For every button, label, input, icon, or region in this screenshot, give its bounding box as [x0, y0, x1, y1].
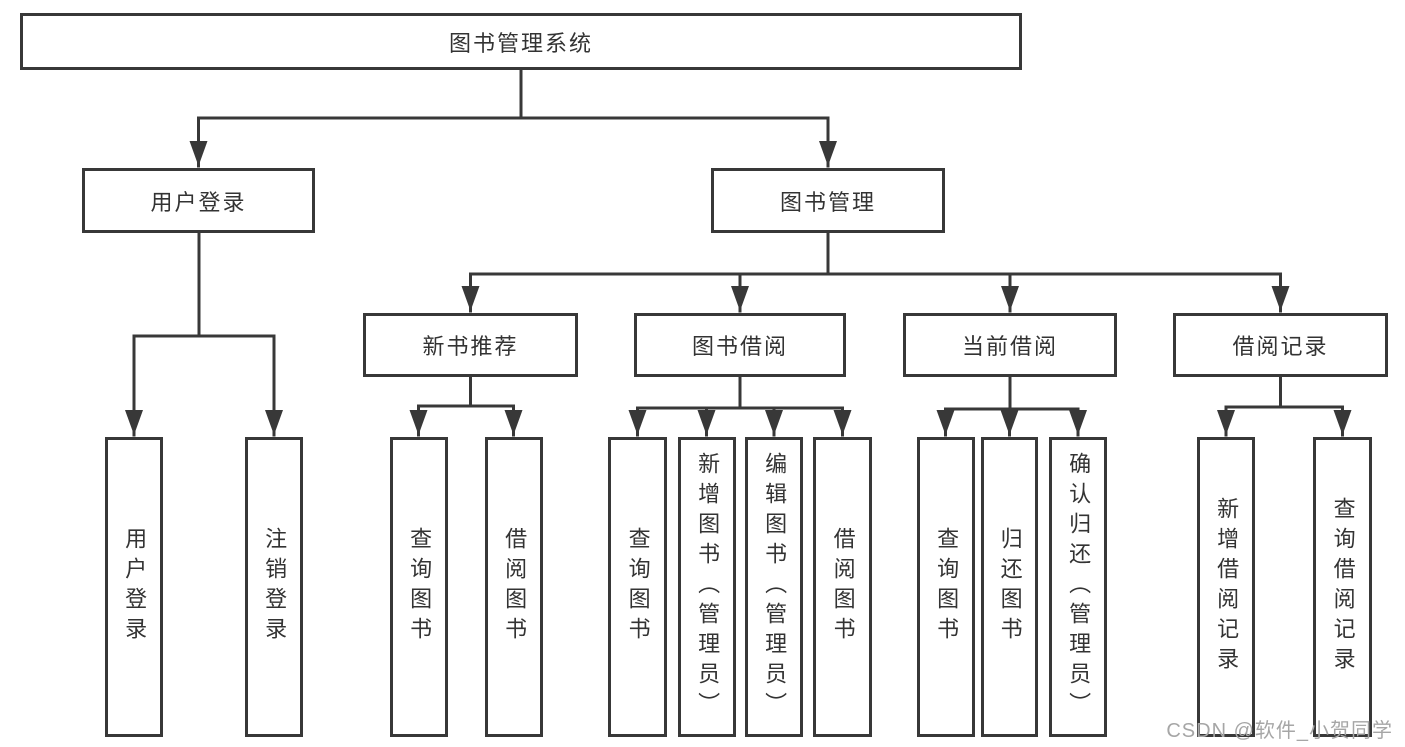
edge-borrowing-records-children	[1217, 375, 1352, 437]
node-book-management: 图书管理	[711, 168, 945, 233]
edge-current-borrowing-children	[936, 375, 1087, 437]
node-label: 归还图书	[997, 527, 1023, 647]
leaf-borrow-books: 借阅图书	[813, 437, 872, 737]
leaf-query-borrowing-record: 查询借阅记录	[1313, 437, 1372, 737]
leaf-user-login: 用户登录	[105, 437, 163, 737]
edge-book-borrowing-children	[628, 375, 852, 437]
leaf-add-borrowing-record: 新增借阅记录	[1197, 437, 1255, 737]
node-label: 新增借阅记录	[1214, 497, 1240, 677]
node-label: 借阅图书	[502, 527, 528, 647]
node-borrowing-records: 借阅记录	[1173, 313, 1388, 377]
leaf-query-books-recommend: 查询图书	[390, 437, 448, 737]
node-label: 编辑图书（管理员）	[762, 452, 788, 722]
node-label: 借阅图书	[830, 527, 856, 647]
node-current-borrowing: 当前借阅	[903, 313, 1117, 377]
node-label: 当前借阅	[961, 334, 1058, 359]
leaf-add-books-admin: 新增图书（管理员）	[678, 437, 736, 737]
node-label: 查询图书	[625, 527, 651, 647]
node-label: 用户登录	[122, 527, 148, 647]
node-label: 图书管理	[779, 189, 876, 215]
leaf-logout: 注销登录	[245, 437, 303, 737]
leaf-query-books-current: 查询图书	[917, 437, 975, 737]
node-label: 用户登录	[150, 189, 247, 215]
node-label: 新书推荐	[422, 334, 519, 359]
watermark: CSDN @软件_小贺同学	[1166, 720, 1393, 742]
leaf-edit-books-admin: 编辑图书（管理员）	[745, 437, 803, 737]
edge-user-login-children	[125, 231, 283, 437]
leaf-confirm-return-admin: 确认归还（管理员）	[1049, 437, 1107, 737]
node-label: 查询借阅记录	[1330, 497, 1356, 677]
node-label: 确认归还（管理员）	[1066, 452, 1092, 722]
node-label: 新增图书（管理员）	[695, 452, 721, 722]
edge-book-management-to-level3	[461, 231, 1290, 313]
node-new-book-recommend: 新书推荐	[363, 313, 578, 377]
leaf-query-books-borrowing: 查询图书	[608, 437, 667, 737]
node-user-login: 用户登录	[82, 168, 315, 233]
node-label: 图书管理系统	[448, 30, 593, 56]
node-label: 借阅记录	[1232, 334, 1329, 359]
leaf-return-books: 归还图书	[981, 437, 1038, 737]
node-label: 查询图书	[934, 527, 960, 647]
leaf-borrow-books-recommend: 借阅图书	[485, 437, 543, 737]
node-book-borrowing: 图书借阅	[634, 313, 846, 377]
edge-root-to-level2	[189, 68, 837, 168]
node-library-management-system: 图书管理系统	[20, 13, 1022, 70]
node-label: 注销登录	[262, 527, 288, 647]
node-label: 查询图书	[407, 527, 433, 647]
edge-new-book-recommend-children	[409, 375, 523, 437]
node-label: 图书借阅	[691, 334, 788, 359]
